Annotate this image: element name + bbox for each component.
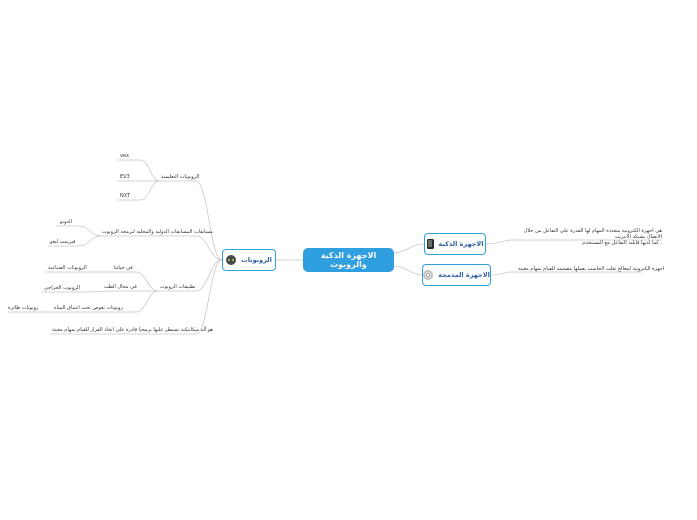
connector-robots-applications bbox=[158, 259, 223, 292]
topic-smart-devices[interactable]: الاجهزة الذكية bbox=[424, 233, 486, 255]
smart-devices-definition-line1: هي اجهزة الكترونية متعددة المهام لها الق… bbox=[523, 228, 662, 240]
subtopic-medicine[interactable]: في مجال الطب bbox=[104, 284, 137, 290]
connector-embedded-definition bbox=[490, 271, 642, 276]
subtopic-underwater-robots[interactable]: روبوتات تغوص تحت اعماق المياه bbox=[54, 305, 123, 311]
topic-smart-devices-label: الاجهزة الذكية bbox=[438, 240, 484, 248]
leaf-dobo[interactable]: الدوبو bbox=[60, 219, 72, 225]
leaf-ev3[interactable]: EV3 bbox=[120, 174, 130, 180]
central-topic-label: الاجهزة الذكية والروبوت bbox=[320, 251, 377, 269]
disc-icon bbox=[423, 270, 434, 280]
robots-definition: هو آلة ميكانيكية تسيطر عليها برمجيا قادر… bbox=[52, 327, 214, 333]
connector-smart-definition bbox=[485, 239, 662, 245]
subtopic-educational-robots[interactable]: الروبوتات التعليمية bbox=[161, 174, 200, 180]
connector-central-smart bbox=[393, 243, 425, 254]
connector-robots-competitions bbox=[102, 235, 223, 261]
subtopic-competitions[interactable]: مسابقات المسابقات الدولية والمحلية لبرمج… bbox=[102, 229, 213, 235]
connector-app-life bbox=[110, 271, 159, 292]
connector-edu-nxt bbox=[117, 180, 161, 201]
subtopic-in-our-life[interactable]: في حياتنا bbox=[114, 265, 133, 271]
connector-edu-vex bbox=[117, 159, 161, 182]
connector-comp-first bbox=[48, 235, 103, 247]
leaf-flying-robots[interactable]: روبوتات طائرة bbox=[8, 305, 39, 311]
smart-devices-definition: هي اجهزة الكترونية متعددة المهام لها الق… bbox=[512, 228, 662, 246]
tablet-icon bbox=[426, 239, 434, 249]
connector-robots-educational bbox=[160, 180, 223, 261]
leaf-surgical-robot[interactable]: الروبوت الجراحي bbox=[44, 285, 80, 291]
central-topic[interactable]: الاجهزة الذكية والروبوت bbox=[303, 248, 394, 272]
topic-robots[interactable]: الروبوتات bbox=[222, 249, 276, 271]
topic-robots-label: الروبوتات bbox=[241, 256, 272, 264]
embedded-devices-definition: اجهزة الكترونية لمعالج تغلب الحاسب بعمله… bbox=[518, 266, 665, 272]
subtopic-applications[interactable]: تطبيقات الروبوت bbox=[160, 284, 196, 290]
leaf-industrial-robots[interactable]: الروبوتات الصناعية bbox=[48, 265, 87, 271]
leaf-vex[interactable]: vex bbox=[120, 153, 129, 159]
connector-robots-definition bbox=[50, 259, 223, 335]
leaf-nxt[interactable]: NXT bbox=[120, 193, 131, 199]
connector-app-explore bbox=[52, 290, 159, 313]
topic-embedded-devices[interactable]: الاجهزة المدمجة bbox=[422, 264, 491, 286]
connector-medicine-surgical bbox=[42, 290, 115, 293]
smart-devices-definition-line2: كما لديها قابلية التفاعل مع المستخدم . bbox=[582, 240, 662, 246]
connector-comp-dobo bbox=[56, 225, 103, 237]
topic-embedded-devices-label: الاجهزة المدمجة bbox=[438, 271, 490, 279]
connector-central-embedded bbox=[393, 265, 425, 276]
leaf-first-lego[interactable]: فيرست ليغو bbox=[50, 239, 76, 245]
robot-icon bbox=[226, 255, 237, 265]
